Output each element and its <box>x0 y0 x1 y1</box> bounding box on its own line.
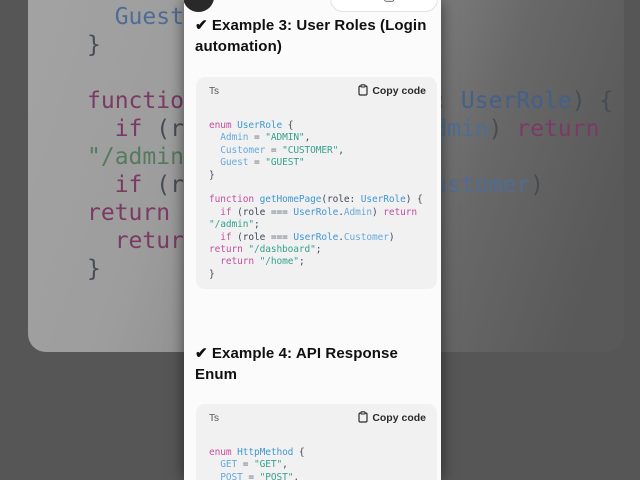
code-block-http-method: Ts Copy code enum HttpMethod { GET = "GE… <box>196 404 437 480</box>
clipboard-icon <box>358 410 368 426</box>
share-icon[interactable]: ▢ <box>383 0 395 4</box>
code-language-label: Ts <box>209 412 219 424</box>
clipboard-icon <box>358 83 368 99</box>
message-toolbar: ⇅ ▢ <box>330 0 438 12</box>
code-block-header: Ts Copy code <box>196 77 437 105</box>
copy-code-label: Copy code <box>372 412 426 424</box>
example-3-heading: ✔ Example 3: User Roles (Login automatio… <box>195 17 427 55</box>
copy-code-button[interactable]: Copy code <box>358 83 426 99</box>
code-block-user-role: Ts Copy code enum UserRole { Admin = "AD… <box>196 77 437 289</box>
copy-code-button[interactable]: Copy code <box>358 410 426 426</box>
arrows-up-down-icon[interactable]: ⇅ <box>345 0 356 4</box>
assistant-avatar-icon[interactable] <box>184 0 214 12</box>
chat-response-panel: ⇅ ▢ ✔ Example 3: User Roles (Login autom… <box>184 0 441 480</box>
example-4-heading: ✔ Example 4: API Response Enum <box>195 345 398 383</box>
code-language-label: Ts <box>209 85 219 97</box>
code-block-header: Ts Copy code <box>196 404 437 432</box>
code-content: enum UserRole { Admin = "ADMIN", Custome… <box>209 120 423 280</box>
code-content: enum HttpMethod { GET = "GET", POST = "P… <box>209 447 305 480</box>
copy-code-label: Copy code <box>372 85 426 97</box>
